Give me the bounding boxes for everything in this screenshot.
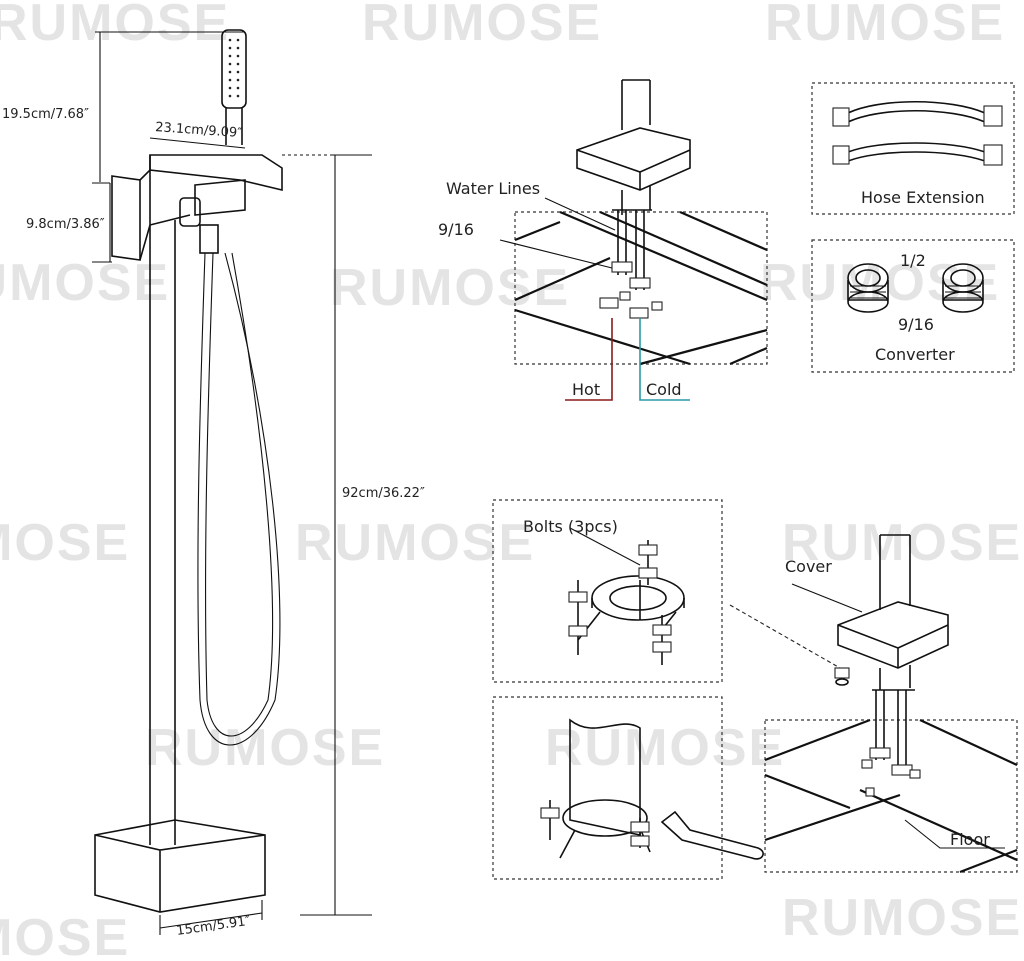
cover [837, 601, 949, 669]
converter-top-size: 1/2 [900, 251, 926, 270]
spout [149, 154, 283, 192]
dim-spout-reach: 23.1cm/9.09″ [155, 120, 243, 141]
shower-hose [197, 252, 281, 746]
watermark: RUMOSE [145, 719, 385, 777]
faucet-dimension-drawing: 19.5cm/7.68″ 23.1cm/9.09″ 9.8cm/3.86″ 92… [2, 29, 425, 939]
base [94, 819, 266, 913]
water-lines-label: Water Lines [446, 179, 540, 198]
bolt [652, 615, 672, 665]
cover-label: Cover [785, 557, 832, 576]
lever-handle [179, 197, 201, 227]
dim-total-height: 92cm/36.22″ [342, 486, 425, 501]
column [149, 220, 176, 845]
bolt [638, 540, 658, 585]
cold-line [639, 318, 690, 401]
hose-extension-label: Hose Extension [861, 188, 985, 207]
watermark: RUMOSE [0, 254, 170, 312]
watermark: RUMOSE [545, 719, 785, 777]
dim-base-width: 15cm/5.91″ [175, 914, 251, 939]
watermark: RUMOSE [0, 0, 230, 52]
hot-line [565, 318, 613, 401]
hot-label: Hot [572, 380, 600, 399]
floor-label: Floor [950, 830, 990, 849]
dim-valve-height: 9.8cm/3.86″ [26, 217, 105, 232]
valve-body [111, 175, 141, 261]
converter-label: Converter [875, 345, 955, 364]
watermark: RUMOSE [295, 514, 535, 572]
watermark: RUMOSE [765, 0, 1005, 52]
hose-extension-panel: Hose Extension [811, 82, 1015, 215]
hand-shower [221, 29, 247, 109]
dim-handshower-height: 19.5cm/7.68″ [2, 107, 89, 122]
watermark: RUMOSE [0, 514, 130, 572]
bolt [568, 580, 588, 655]
mounting-ring [591, 575, 685, 621]
converter-bottom-size: 9/16 [898, 315, 934, 334]
watermark: RUMOSE [330, 259, 570, 317]
thread-size-label: 9/16 [438, 220, 474, 239]
cover [576, 127, 691, 191]
watermark: RUMOSE [362, 0, 602, 52]
watermark: RUMOSE [0, 909, 130, 961]
water-line-installation: Water Lines 9/16 Hot Cold [438, 79, 768, 401]
bolts-label: Bolts (3pcs) [523, 517, 618, 536]
watermark: RUMOSE [782, 514, 1022, 572]
wrench-panel [492, 696, 764, 880]
wrench-icon [660, 810, 764, 860]
converter-panel: 1/2 9/16 Converter [811, 239, 1015, 373]
bolts-panel: Bolts (3pcs) [492, 499, 723, 683]
column-base [569, 718, 641, 836]
floor-tiles [514, 210, 768, 366]
watermark: RUMOSE [760, 254, 1000, 312]
watermark: RUMOSE [782, 889, 1022, 947]
cover-floor-installation: Cover Floor [729, 534, 1018, 874]
cold-label: Cold [646, 380, 682, 399]
